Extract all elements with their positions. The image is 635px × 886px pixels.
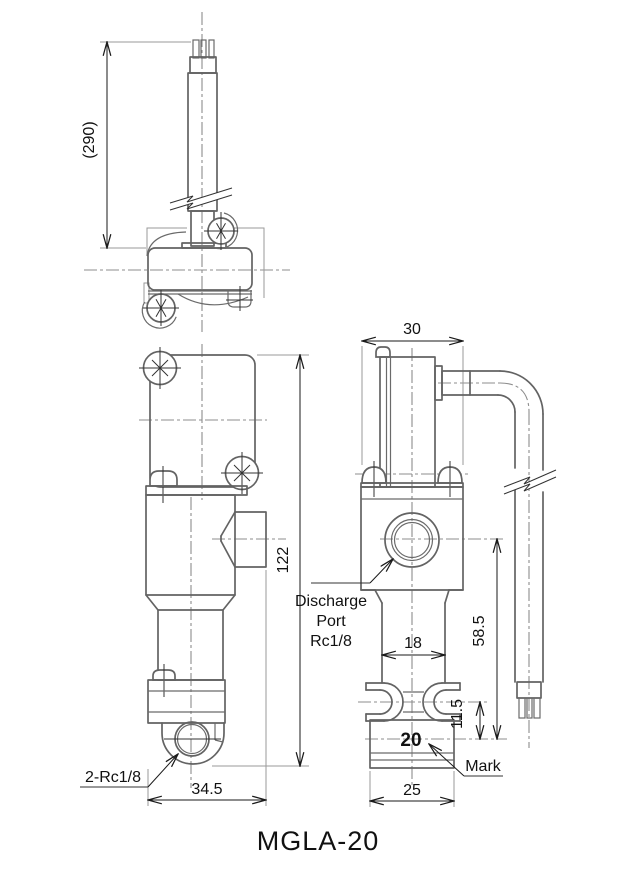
dimension-122: 122 [212, 355, 309, 766]
cap-screw-dome [375, 346, 391, 358]
neck-section [360, 589, 464, 684]
dim-34-5-label: 34.5 [191, 781, 222, 798]
break-symbol [169, 187, 233, 211]
base-block [369, 719, 455, 769]
dim-25-label: 25 [403, 782, 421, 799]
screw-head [221, 452, 263, 494]
nose-housing [161, 721, 225, 765]
side-port-boss [220, 511, 267, 568]
conduit-centerline [438, 382, 530, 748]
dim-122-label: 122 [275, 547, 292, 574]
mounting-plate [143, 227, 265, 304]
latch-tab [226, 286, 253, 311]
discharge-port-label-line1: Discharge [295, 593, 367, 610]
discharge-port-callout: Discharge Port Rc1/8 [295, 559, 393, 650]
terminal-box [149, 354, 256, 488]
dim-290-label: (290) [81, 121, 98, 158]
dim-18-label: 18 [404, 635, 422, 652]
dimension-30: 30 [362, 321, 463, 465]
lever-curve [177, 293, 249, 306]
terminal-box-side [379, 356, 436, 488]
dim-11-5-label: 11.5 [449, 699, 466, 729]
right-side-view: 30 [295, 321, 557, 807]
bottom-ports-callout: 2-Rc1/8 [80, 754, 178, 788]
break-symbol [503, 469, 557, 495]
discharge-port [384, 512, 440, 568]
conduit-elbow [469, 370, 544, 683]
valve-body [145, 494, 236, 596]
dimension-34-5: 34.5 [148, 570, 266, 806]
discharge-port-label-line3: Rc1/8 [310, 633, 352, 650]
cable-gland [434, 365, 471, 401]
mark-label: Mark [465, 758, 502, 775]
dimension-18: 18 [382, 635, 445, 655]
discharge-port-label-line2: Port [316, 613, 346, 630]
cable-collar [189, 56, 217, 74]
dimension-58-5: 58.5 [471, 539, 497, 739]
connector-pins [192, 39, 215, 59]
valve-body-side [360, 486, 464, 591]
mark-value-label: 20 [400, 730, 421, 751]
bottom-ports-label: 2-Rc1/8 [85, 769, 141, 786]
dimension-290: (290) [81, 42, 191, 248]
dim-58-5-label: 58.5 [471, 615, 488, 646]
bottom-block [147, 679, 226, 724]
head-body [147, 247, 253, 291]
screw-head [141, 290, 179, 329]
dimension-25: 25 [370, 771, 454, 807]
dimension-11-5: 11.5 [449, 699, 480, 739]
drawing-title: MGLA-20 [257, 826, 380, 856]
side-view-top: (290) [81, 12, 290, 332]
front-view: 122 34.5 2-Rc1/8 [80, 344, 309, 806]
screw-head [204, 212, 239, 250]
mark-callout: Mark [429, 744, 503, 777]
connector-pins [516, 681, 542, 719]
screw-head [139, 347, 181, 389]
dim-30-label: 30 [403, 321, 421, 338]
